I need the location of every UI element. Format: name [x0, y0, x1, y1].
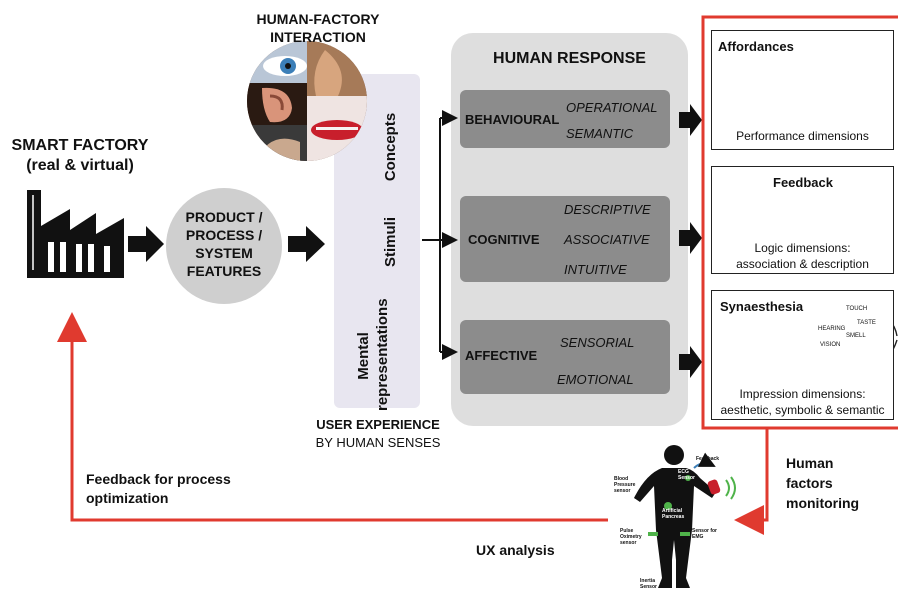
arrow-to-feedback	[679, 222, 702, 254]
product-line1: PRODUCT /	[185, 209, 263, 225]
feedback-process-line1: Feedback for process	[86, 471, 231, 487]
feedback-process-line2: optimization	[86, 490, 169, 506]
sensor-pancreas: Artificial Pancreas	[662, 508, 685, 520]
feedback-caption-line2: association & description	[736, 257, 869, 271]
smart-factory-subtitle: (real & virtual)	[26, 157, 134, 174]
human-senses-collage	[247, 41, 367, 161]
behavioural-box	[460, 90, 670, 148]
interaction-title-line2: INTERACTION	[270, 29, 366, 45]
sensor-feedback-arrow	[693, 452, 716, 469]
smart-factory-title: SMART FACTORY	[11, 137, 149, 154]
synaesthesia-caption-line2: aesthetic, symbolic & semantic	[720, 403, 885, 417]
sensor-pulse-oximetry: Pulse Oximetry sensor	[620, 528, 642, 546]
synaesthesia-caption: Impression dimensions: aesthetic, symbol…	[711, 386, 894, 418]
mental-representations-label: Mental representations	[354, 298, 394, 411]
mental-line1: Mental	[355, 332, 372, 380]
affordances-panel	[711, 30, 894, 150]
affordances-title: Affordances	[718, 39, 794, 54]
brain-label-hearing: HEARING	[818, 326, 846, 332]
factory-to-product-arrow	[128, 226, 164, 262]
synaesthesia-title: Synaesthesia	[720, 299, 804, 314]
affective-label: AFFECTIVE	[465, 348, 538, 363]
feedback-title: Feedback	[773, 175, 833, 190]
concepts-label: Concepts	[382, 112, 399, 182]
cognitive-label: COGNITIVE	[468, 232, 540, 247]
synaesthesia-panel	[711, 290, 894, 420]
cognitive-item-descriptive: DESCRIPTIVE	[564, 202, 651, 217]
arrow-to-synaesthesia	[679, 346, 702, 378]
bracket-arrows	[422, 110, 458, 360]
sensor-ecg: ECG Sensor	[678, 469, 695, 481]
feedback-panel	[711, 166, 894, 274]
human-figure	[634, 445, 721, 588]
red-feedback-loop	[57, 312, 769, 535]
behavioural-label: BEHAVIOURAL	[465, 112, 560, 127]
brain-label-vision: VISION	[820, 342, 841, 348]
human-response-title: HUMAN RESPONSE	[493, 50, 646, 67]
feedback-process-label: Feedback for process optimization	[86, 470, 231, 508]
panels-red-frame	[701, 15, 898, 430]
product-line3: SYSTEM	[195, 245, 253, 261]
human-factors-line3: monitoring	[786, 495, 860, 511]
behavioural-item-semantic: SEMANTIC	[566, 126, 634, 141]
affective-item-emotional: EMOTIONAL	[557, 372, 634, 387]
ux-analysis-label: UX analysis	[476, 542, 555, 558]
interaction-title: HUMAN-FACTORY INTERACTION	[238, 10, 398, 46]
human-factors-line1: Human	[786, 455, 834, 471]
product-line4: FEATURES	[186, 263, 262, 279]
affective-box	[460, 320, 670, 394]
cognitive-item-intuitive: INTUITIVE	[564, 262, 627, 277]
feedback-caption-line1: Logic dimensions:	[754, 241, 851, 255]
interaction-title-line1: HUMAN-FACTORY	[256, 11, 380, 27]
human-factors-monitoring-label: Human factors monitoring	[786, 453, 859, 513]
stimuli-label: Stimuli	[382, 217, 399, 268]
product-circle	[166, 188, 282, 304]
affordances-caption-line1: Performance dimensions	[736, 129, 869, 143]
affective-item-sensorial: SENSORIAL	[560, 335, 635, 350]
product-line2: PROCESS /	[185, 227, 263, 243]
brain-label-taste: TASTE	[857, 320, 876, 326]
sensor-emg: Sensor for EMG	[692, 528, 718, 540]
sensor-feedback: Feedback	[696, 456, 720, 462]
cognitive-box	[460, 196, 670, 282]
product-to-stimuli-arrow	[288, 226, 325, 262]
behavioural-item-operational: OPERATIONAL	[566, 100, 658, 115]
factory-icon	[27, 190, 124, 278]
smart-factory-label: SMART FACTORY (real & virtual)	[0, 136, 160, 176]
user-experience-title: USER EXPERIENCE	[316, 417, 440, 432]
human-factors-line2: factors	[786, 475, 833, 491]
product-features-label: PRODUCT / PROCESS / SYSTEM FEATURES	[166, 208, 282, 280]
cognitive-item-associative: ASSOCIATIVE	[564, 232, 650, 247]
brain-label-touch: TOUCH	[846, 306, 868, 312]
user-experience-subtitle: BY HUMAN SENSES	[315, 435, 441, 450]
arrow-to-affordances	[679, 104, 702, 136]
user-experience-caption: USER EXPERIENCE BY HUMAN SENSES	[300, 416, 456, 452]
user-experience-column	[334, 74, 420, 408]
synaesthesia-caption-line1: Impression dimensions:	[739, 387, 866, 401]
feedback-caption: Logic dimensions: association & descript…	[711, 240, 894, 272]
affordances-caption: Performance dimensions	[711, 128, 894, 144]
sensor-blood-pressure: Blood Pressure sensor	[614, 476, 636, 494]
mental-line2: representations	[374, 298, 391, 411]
sensor-dots	[648, 475, 736, 536]
sensor-inertia: Inertia Sensor	[640, 578, 657, 590]
brain-label-smell: SMELL	[846, 333, 866, 339]
